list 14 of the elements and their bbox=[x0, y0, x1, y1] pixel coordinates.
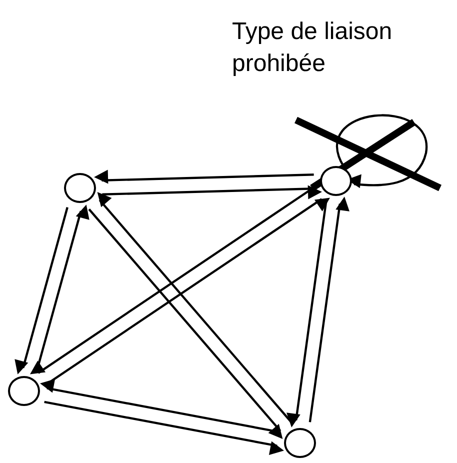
node-circle bbox=[320, 166, 352, 196]
arrow bbox=[308, 196, 350, 422]
arrow bbox=[44, 400, 284, 455]
arrow bbox=[97, 192, 292, 422]
arrow bbox=[14, 207, 68, 374]
self-loop-arrow bbox=[336, 114, 428, 188]
note-text: Type de liaison prohibée bbox=[232, 17, 394, 80]
node-circle bbox=[8, 376, 40, 406]
arrow bbox=[286, 202, 328, 428]
arrow bbox=[94, 170, 314, 184]
node-circle bbox=[64, 173, 96, 203]
arrow bbox=[102, 185, 322, 200]
node-circle bbox=[284, 428, 316, 458]
arrow bbox=[88, 208, 283, 440]
